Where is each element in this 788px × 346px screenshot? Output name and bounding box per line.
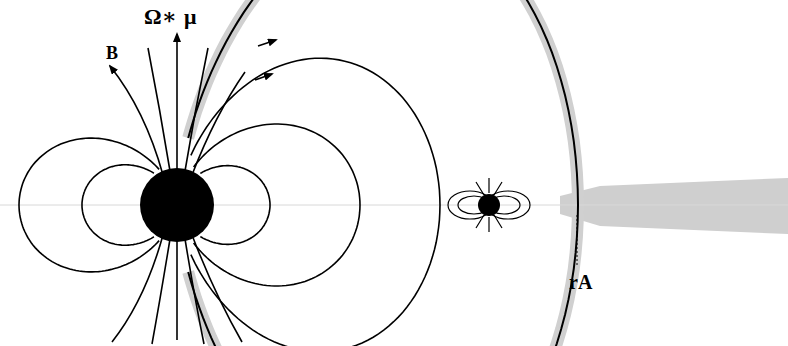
planet xyxy=(478,194,500,216)
text-label: B xyxy=(106,44,118,62)
field-line xyxy=(19,138,159,272)
text-label: μ xyxy=(184,6,196,28)
equator-line xyxy=(0,205,788,206)
field-line xyxy=(191,58,440,346)
star xyxy=(140,168,214,242)
text-label: rA xyxy=(569,272,592,292)
field-arrow xyxy=(255,74,272,80)
open-field-lines xyxy=(110,48,245,344)
planet-field xyxy=(448,178,530,232)
accretion-disk xyxy=(560,178,788,234)
field-arrow xyxy=(258,40,276,46)
field-line xyxy=(188,0,578,346)
radius-marker xyxy=(577,215,578,266)
field-line xyxy=(188,0,578,346)
field-line xyxy=(194,124,360,286)
text-label: Ω∗ xyxy=(144,6,177,28)
